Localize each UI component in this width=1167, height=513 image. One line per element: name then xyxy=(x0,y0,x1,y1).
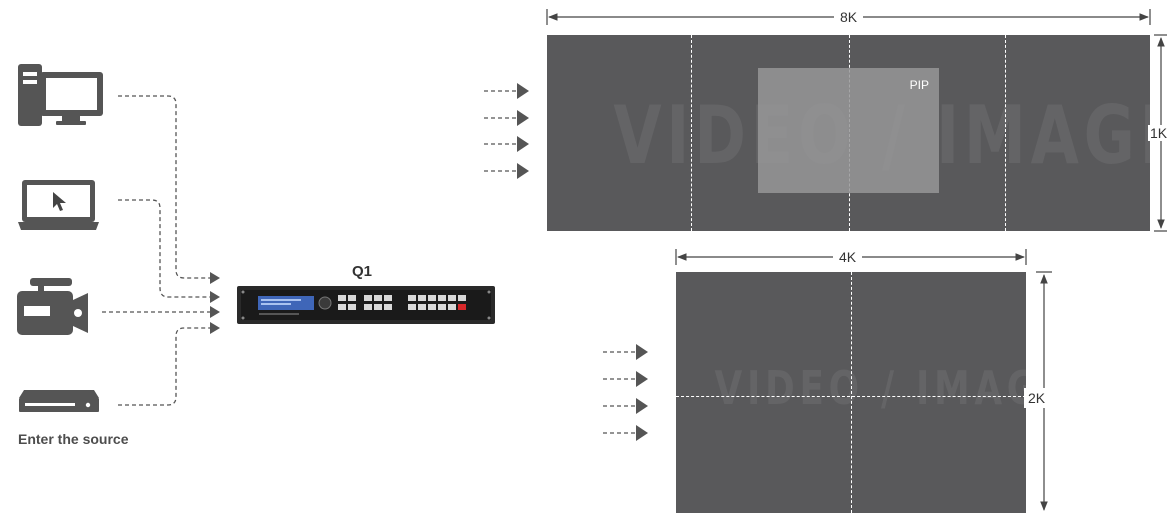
video-camera-icon xyxy=(17,278,88,335)
display-8k-input-arrow xyxy=(517,110,529,126)
display-4k-inputs xyxy=(603,351,637,434)
pip-label: PIP xyxy=(909,78,929,92)
display-4k-watermark: VIDEO / IMAGE xyxy=(714,361,1027,415)
display-4k: VIDEO / IMAGE xyxy=(676,272,1026,513)
pip-window: PIP xyxy=(758,68,939,193)
connection-desktop xyxy=(118,95,216,279)
set-top-box-icon xyxy=(19,390,99,412)
divider-line xyxy=(851,272,852,513)
display-8k: VIDEO / IMAGE PIP xyxy=(547,35,1150,231)
divider-line xyxy=(1005,35,1006,231)
display-4k-input-arrow xyxy=(636,344,648,360)
q1-input-arrow xyxy=(210,306,220,318)
divider-line xyxy=(691,35,692,231)
q1-input-arrow xyxy=(210,272,220,284)
width-label-4k: 4K xyxy=(833,249,863,265)
laptop-icon xyxy=(18,180,99,230)
video-processor-device-icon xyxy=(237,286,495,324)
display-4k-input-arrow xyxy=(636,425,648,441)
source-connections xyxy=(102,95,216,406)
connection-laptop xyxy=(118,199,216,298)
q1-input-arrow xyxy=(210,291,220,303)
display-8k-input-arrow xyxy=(517,136,529,152)
display-8k-inputs xyxy=(484,90,518,172)
display-8k-input-arrow xyxy=(517,83,529,99)
divider-line xyxy=(676,396,1026,397)
device-name: Q1 xyxy=(352,263,373,280)
display-4k-input-arrow xyxy=(636,398,648,414)
display-4k-input-arrow xyxy=(636,371,648,387)
height-label-8k: 1K xyxy=(1148,125,1167,141)
connection-settop xyxy=(118,327,216,406)
display-8k-input-arrow xyxy=(517,163,529,179)
q1-input-arrow xyxy=(210,322,220,334)
sources-caption: Enter the source xyxy=(18,431,129,447)
q1-input-arrows xyxy=(210,272,220,334)
desktop-computer-icon xyxy=(18,64,103,126)
height-label-4k: 2K xyxy=(1024,388,1050,408)
width-label-8k: 8K xyxy=(834,9,864,25)
